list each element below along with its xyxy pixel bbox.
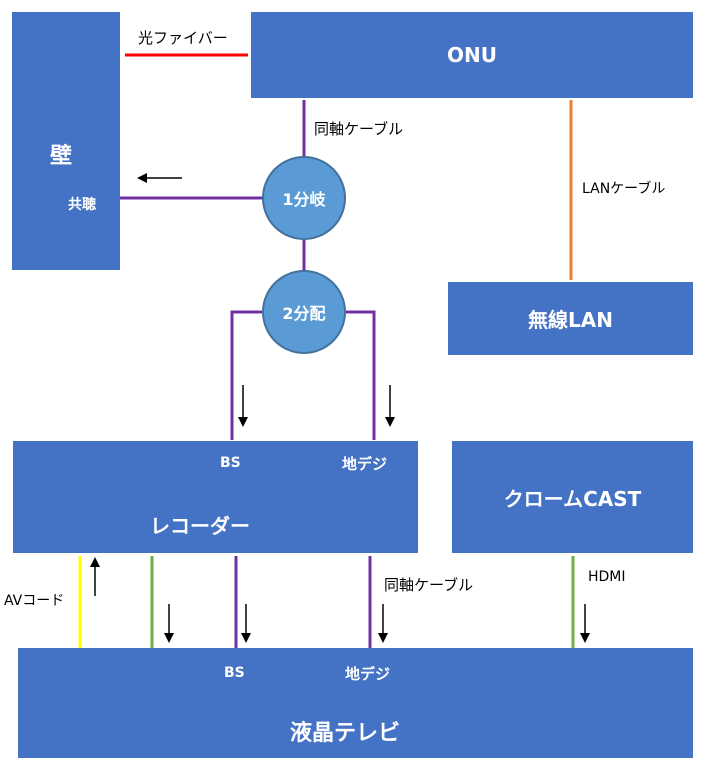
hdmi-cable-label: HDMI [588,569,626,585]
recorder-terrestrial-port-label: 地デジ [342,455,388,473]
wall-port-label: 共聴 [68,197,96,213]
tv-terrestrial-port-label: 地デジ [345,665,391,683]
coax-top-cable-label: 同軸ケーブル [314,120,404,138]
tv-box: BS 地デジ 液晶テレビ [18,648,693,758]
recorder-bs-port-label: BS [220,455,241,471]
onu-label: ONU [447,43,497,67]
coax-to-recorder-bs-line [230,310,262,440]
wall-label: 壁 [50,144,73,169]
onu-box: ONU [251,12,693,98]
fiber-cable-label: 光ファイバー [138,29,228,47]
coax-bottom-cable-label: 同軸ケーブル [384,576,474,594]
wireless-lan-label: 無線LAN [528,308,613,332]
recorder-box: BS 地デジ レコーダー [13,441,418,553]
splitter-1-label: 1分岐 [282,190,326,209]
splitter-2-circle: 2分配 [262,270,346,354]
coax-to-recorder-terrestrial-line [346,310,376,440]
splitter-2-label: 2分配 [282,304,326,323]
av-cable-label: AVコード [4,593,65,609]
splitter-1-circle: 1分岐 [262,156,346,240]
tv-label: 液晶テレビ [290,721,401,746]
lan-cable-label: LANケーブル [582,181,666,197]
wall-box: 壁 共聴 [12,12,120,270]
tv-bs-port-label: BS [224,665,245,681]
chromecast-box: クロームCAST [452,441,693,553]
recorder-label: レコーダー [150,514,250,538]
chromecast-label: クロームCAST [503,486,642,511]
wireless-lan-box: 無線LAN [448,282,693,355]
